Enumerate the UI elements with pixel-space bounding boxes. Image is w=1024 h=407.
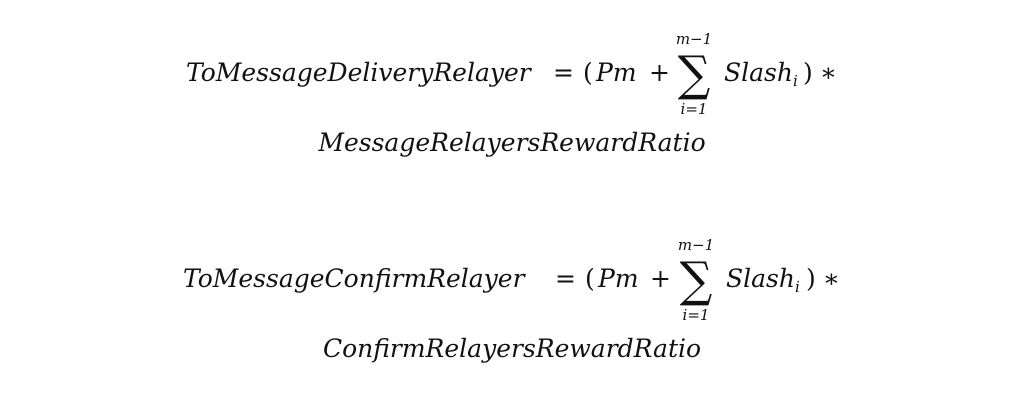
open-paren: ( bbox=[583, 58, 593, 87]
slash-term: Slashi bbox=[724, 58, 798, 96]
open-paren: ( bbox=[585, 264, 595, 293]
times-sign: ∗ bbox=[823, 264, 840, 293]
pm-term: Pm bbox=[598, 264, 639, 293]
plus-sign: + bbox=[650, 264, 671, 293]
formula-ratio-line: MessageRelayersRewardRatio bbox=[318, 128, 706, 157]
formula-lhs: ToMessageConfirmRelayer bbox=[183, 264, 525, 293]
formula-ratio-line: ConfirmRelayersRewardRatio bbox=[322, 334, 702, 363]
equals-sign: = bbox=[555, 264, 576, 293]
slash-term: Slashi bbox=[726, 264, 800, 302]
sigma-icon: ∑ bbox=[677, 46, 711, 102]
sum-upper-limit: m−1 bbox=[677, 236, 715, 254]
summation: m−1 ∑ i=1 bbox=[666, 236, 726, 324]
summation: m−1 ∑ i=1 bbox=[664, 30, 724, 118]
sum-lower-limit: i=1 bbox=[682, 306, 710, 324]
slash-label: Slash bbox=[724, 58, 793, 87]
slash-subscript: i bbox=[792, 72, 798, 90]
formula-lhs: ToMessageDeliveryRelayer bbox=[186, 58, 531, 87]
close-paren: ) bbox=[806, 264, 816, 293]
times-sign: ∗ bbox=[820, 58, 837, 87]
slash-label: Slash bbox=[726, 264, 795, 293]
slash-subscript: i bbox=[794, 278, 800, 296]
equals-sign: = bbox=[553, 58, 574, 87]
plus-sign: + bbox=[649, 58, 670, 87]
sum-lower-limit: i=1 bbox=[680, 100, 708, 118]
sum-upper-limit: m−1 bbox=[675, 30, 713, 48]
sigma-icon: ∑ bbox=[679, 252, 713, 308]
pm-term: Pm bbox=[596, 58, 637, 87]
close-paren: ) bbox=[803, 58, 813, 87]
